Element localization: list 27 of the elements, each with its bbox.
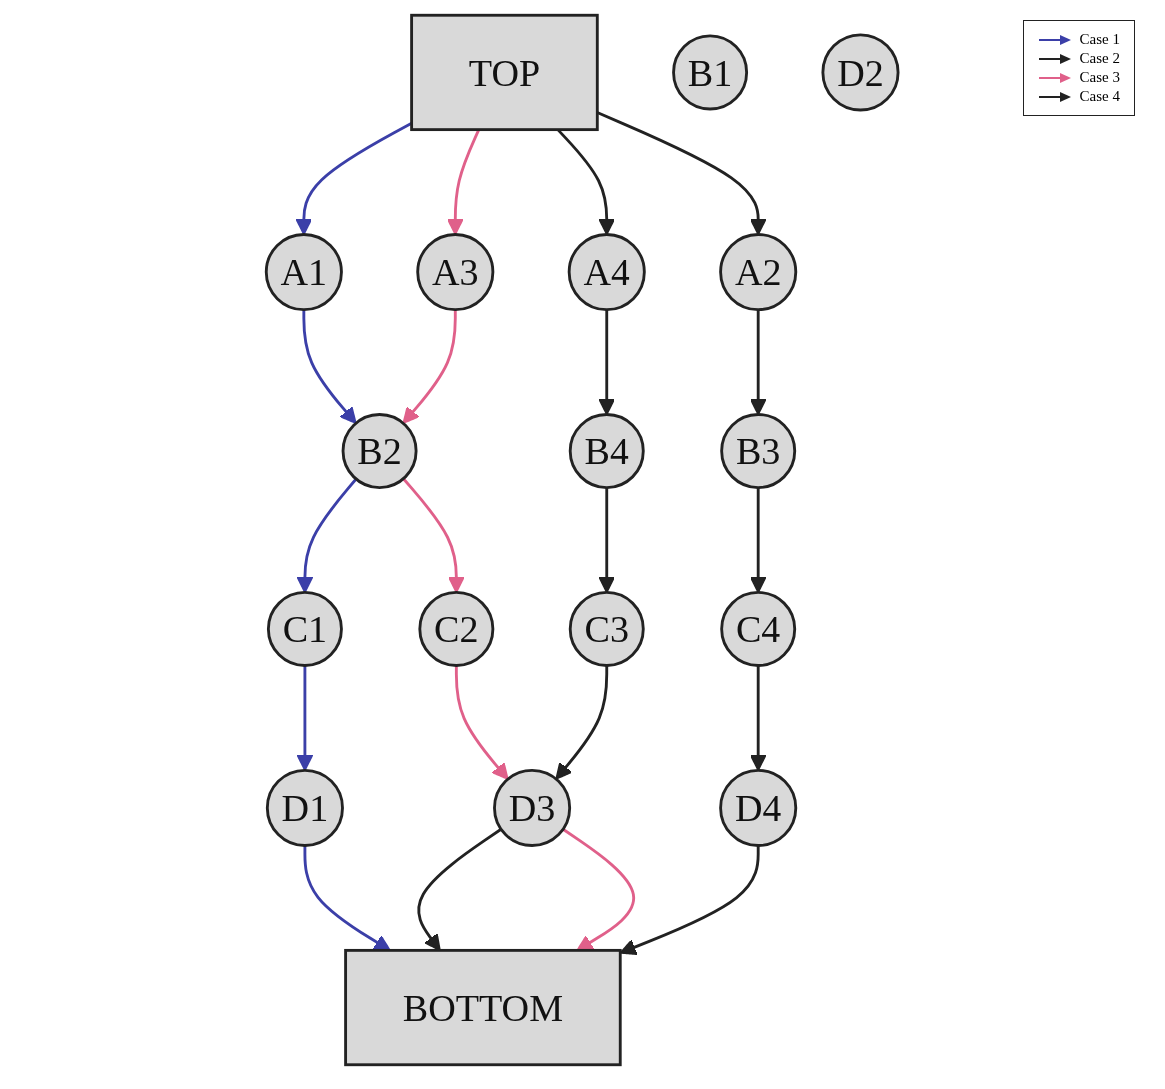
arrow [619,845,760,956]
legend-label: Case 2 [1079,50,1120,67]
legend-label: Case 1 [1079,31,1120,48]
arrow [455,665,509,780]
node-circle: C2 [418,591,495,667]
node-circle: D1 [266,768,345,847]
node-circle: D2 [821,33,900,112]
node-circle: B4 [569,413,646,489]
node-circle: A3 [416,233,495,312]
arrow [555,665,609,780]
node-circle: C1 [267,591,344,667]
node-box: BOTTOM [344,948,622,1067]
arrow [402,309,458,424]
node-circle: D3 [493,768,572,847]
node-circle: B3 [720,413,797,489]
node-circle: A2 [719,233,798,312]
node-box: TOP [410,13,600,132]
node-circle: D4 [719,768,798,847]
node-circle: B1 [672,34,749,111]
node-circle: C4 [720,591,797,667]
arrow [302,309,357,424]
legend-label: Case 4 [1079,88,1120,105]
node-circle: C3 [569,591,646,667]
node-circle: A4 [568,233,647,312]
legend-label: Case 3 [1079,69,1120,86]
node-circle: A1 [265,233,344,312]
node-circle: B2 [341,413,418,489]
